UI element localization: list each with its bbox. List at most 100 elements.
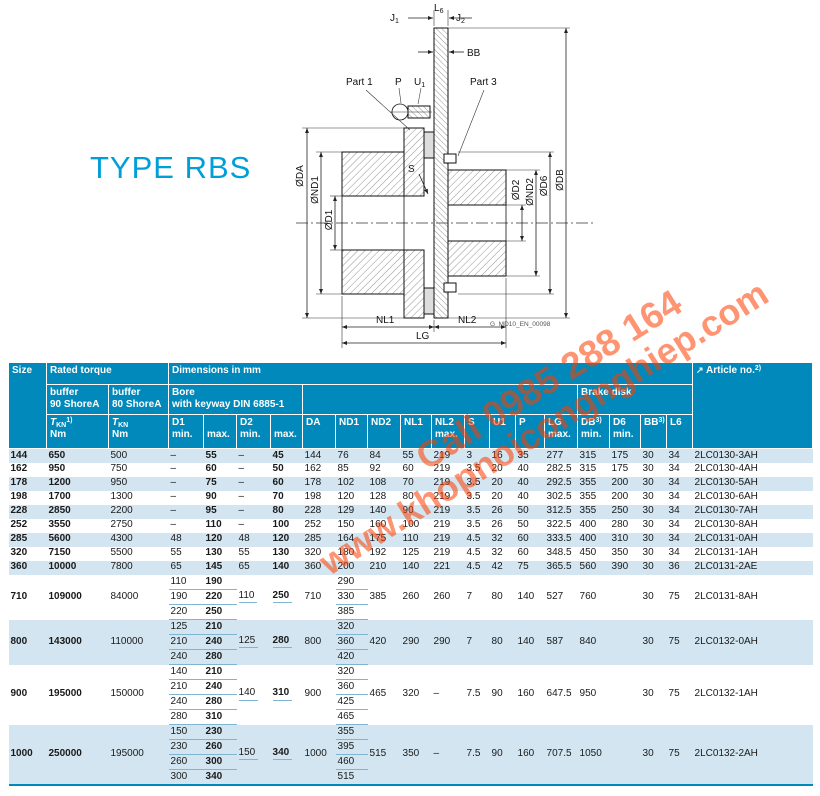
table-cell: 200	[609, 476, 641, 491]
table-cell: 75	[203, 476, 237, 491]
table-cell: –	[168, 448, 204, 463]
table-cell: –	[168, 476, 204, 491]
table-cell: 60	[205, 463, 217, 475]
table-cell: 30	[642, 688, 654, 700]
table-cell: 900	[304, 688, 322, 700]
table-cell: 2LC0130-5AH	[692, 476, 813, 491]
table-cell: 109000	[48, 590, 82, 602]
table-cell: 333.5	[544, 532, 578, 547]
table-cell: 3.5	[466, 463, 481, 475]
table-cell: 2200	[108, 504, 169, 519]
table-cell: 5500	[110, 547, 133, 559]
table-cell: 26	[491, 519, 503, 531]
table-cell: 647.5	[546, 688, 572, 700]
dim-label-bb: BB	[467, 48, 481, 59]
table-cell: 219	[431, 504, 465, 519]
table-cell: 26	[489, 504, 516, 519]
col-header-nd1: ND1	[335, 414, 369, 449]
table-cell: 228	[302, 504, 336, 519]
part3-label: Part 3	[470, 77, 497, 88]
table-cell: 130	[272, 547, 290, 559]
table-cell: 710	[10, 590, 28, 602]
table-cell: 75	[668, 688, 680, 700]
table-cell: 240	[203, 679, 237, 695]
table-cell: 465	[369, 688, 387, 700]
table-cell: 425	[335, 694, 368, 710]
table-cell: 190	[203, 574, 237, 590]
table-cell: 55	[400, 448, 432, 463]
table-cell: 260	[402, 590, 420, 602]
table-cell: 3550	[48, 519, 71, 531]
table-cell: 35	[515, 448, 545, 463]
table-cell: 210	[203, 619, 237, 635]
table-cell: 30	[640, 448, 667, 463]
table-cell: 50	[515, 504, 545, 519]
table-cell: 2LC0132-0AH	[692, 619, 813, 665]
table-cell: 30	[640, 504, 667, 519]
part1-label: Part 1	[346, 77, 373, 88]
table-cell: 315	[577, 448, 610, 463]
table-cell: 1300	[110, 491, 133, 503]
table-cell: 250	[271, 575, 303, 620]
table-cell: 285	[302, 532, 336, 547]
table-cell: 60	[402, 463, 414, 475]
table-cell: 110	[168, 574, 204, 590]
table-cell: 30	[640, 476, 667, 491]
table-cell: 140	[270, 560, 303, 575]
table-cell: 198	[10, 491, 28, 503]
table-cell: 145	[203, 560, 237, 575]
col-header-article: ↗ Article no.2)	[692, 362, 814, 449]
table-cell: 260	[168, 754, 204, 770]
table-cell: 840	[577, 619, 610, 665]
table-cell: 465	[335, 709, 368, 725]
table-cell: 190	[168, 589, 204, 605]
table-cell: 30	[642, 547, 654, 559]
dim-label-nd2: ØND2	[525, 178, 536, 206]
table-cell: 2LC0130-8AH	[694, 519, 758, 531]
table-cell: 32	[489, 532, 516, 547]
table-cell: 7.5	[464, 724, 490, 785]
table-cell: 310	[271, 665, 303, 725]
table-cell: 320	[402, 688, 420, 700]
table-cell: 292.5	[544, 476, 578, 491]
table-cell: 4.5	[464, 532, 490, 547]
table-cell: 219	[431, 476, 465, 491]
drawing-reference-code: G_MD10_EN_00098	[490, 321, 551, 328]
table-cell: 240	[168, 694, 204, 710]
dim-label-d1: ØD1	[324, 209, 335, 230]
dim-label-s: S	[408, 164, 415, 175]
table-cell: 150000	[110, 688, 144, 700]
table-cell: 34	[668, 547, 680, 559]
table-cell: 1700	[48, 491, 71, 503]
table-cell: 420	[367, 619, 401, 665]
table-cell: 55	[203, 448, 237, 463]
table-cell: –	[236, 504, 271, 519]
table-cell: 92	[369, 463, 381, 475]
table-cell: 219	[433, 463, 451, 475]
table-cell: 290	[335, 574, 368, 590]
table-cell: 1000	[302, 724, 336, 785]
table-cell: 400	[579, 519, 597, 531]
col-header-tkn-90: TKN1)Nm	[46, 414, 109, 449]
table-cell: 50	[517, 519, 529, 531]
table-cell: 390	[609, 560, 641, 575]
table-cell: 128	[369, 491, 387, 503]
table-cell: 1050	[577, 724, 610, 785]
table-cell: 80	[489, 619, 516, 665]
table-cell: 385	[335, 604, 368, 620]
table-cell: 4.5	[466, 547, 481, 559]
spec-table: Size Rated torque Dimensions in mm ↗ Art…	[8, 362, 814, 786]
table-cell: 140	[515, 619, 545, 665]
table-cell: 125	[236, 619, 271, 665]
table-cell: 16	[489, 448, 516, 463]
table-cell: 160	[517, 688, 535, 700]
table-cell: 340	[203, 769, 237, 785]
dim-label-u1: U1	[414, 77, 425, 89]
table-cell: 280	[270, 619, 303, 665]
table-cell: 707.5	[544, 724, 578, 785]
